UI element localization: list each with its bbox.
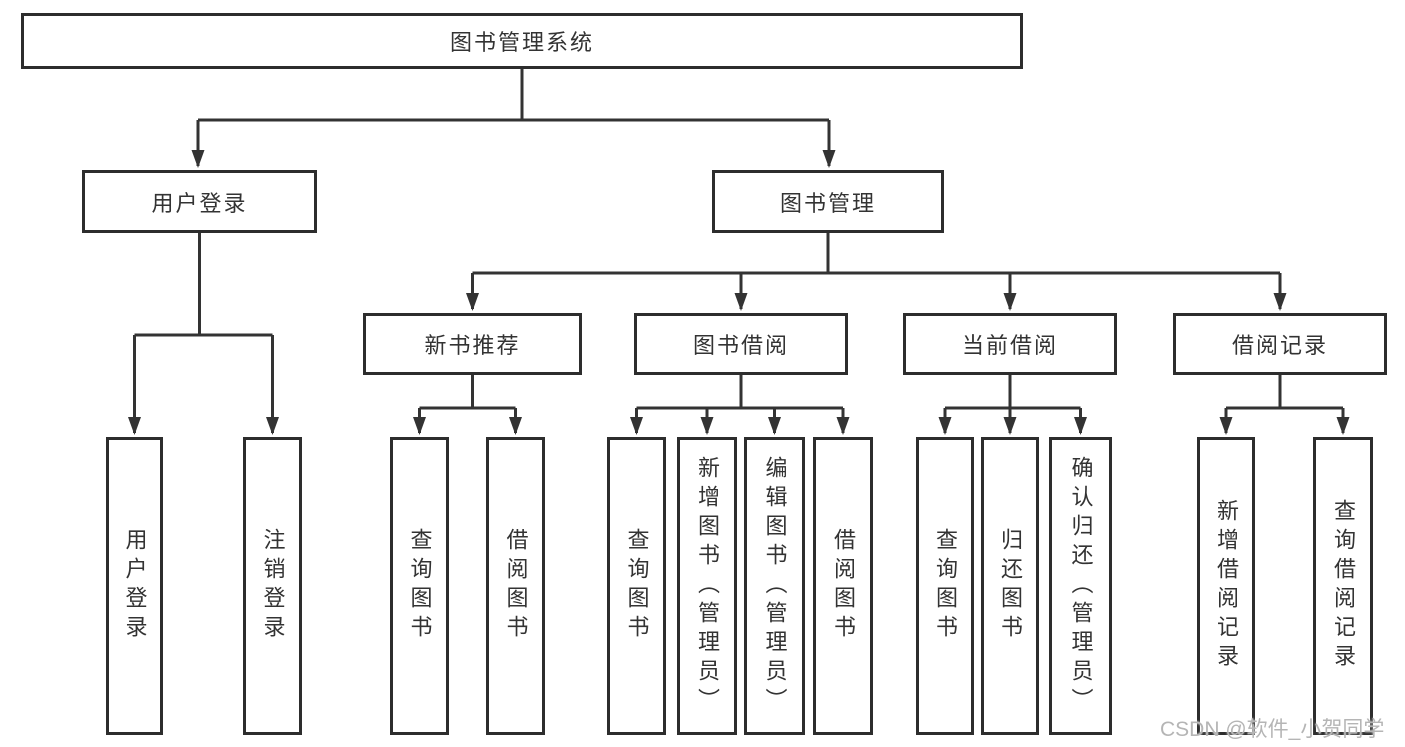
node-book-management-label: 图书管理 (779, 190, 876, 216)
node-book-borrowing-label: 图书借阅 (692, 333, 789, 358)
leaf-borrow-borrow-books-label: 借阅图书 (831, 528, 856, 644)
leaf-current-confirm-return-admin: 确认归还（管理员） (1049, 437, 1112, 735)
leaf-records-add-record: 新增借阅记录 (1197, 437, 1255, 735)
node-new-book-recommend: 新书推荐 (363, 313, 582, 375)
leaf-user-login: 用户登录 (106, 437, 163, 735)
leaf-current-confirm-return-admin-label: 确认归还（管理员） (1068, 455, 1094, 717)
connector-arrows (128, 120, 1350, 435)
leaf-current-query-books-label: 查询图书 (933, 528, 958, 644)
leaf-current-return-books-label: 归还图书 (998, 528, 1023, 644)
node-current-borrowing: 当前借阅 (903, 313, 1117, 375)
leaf-borrow-query-books-label: 查询图书 (624, 528, 650, 644)
node-current-borrowing-label: 当前借阅 (961, 333, 1058, 358)
node-user-login: 用户登录 (82, 170, 317, 233)
node-root: 图书管理系统 (21, 13, 1023, 69)
leaf-records-query-record: 查询借阅记录 (1313, 437, 1373, 735)
leaf-newbook-query-books: 查询图书 (390, 437, 449, 735)
connector-buses (134, 69, 1343, 410)
leaf-current-query-books: 查询图书 (916, 437, 974, 735)
leaf-current-return-books: 归还图书 (981, 437, 1039, 735)
leaf-borrow-query-books: 查询图书 (607, 437, 666, 735)
node-borrow-records: 借阅记录 (1173, 313, 1387, 375)
node-book-management: 图书管理 (712, 170, 944, 233)
leaf-records-query-record-label: 查询借阅记录 (1331, 499, 1356, 673)
node-borrow-records-label: 借阅记录 (1231, 333, 1328, 358)
node-user-login-label: 用户登录 (151, 190, 248, 216)
leaf-borrow-borrow-books: 借阅图书 (813, 437, 873, 735)
leaf-user-login-label: 用户登录 (122, 528, 148, 644)
node-root-label: 图书管理系统 (449, 30, 594, 55)
node-book-borrowing: 图书借阅 (634, 313, 848, 375)
leaf-newbook-query-books-label: 查询图书 (407, 528, 433, 644)
leaf-borrow-add-books-admin: 新增图书（管理员） (677, 437, 737, 735)
leaf-logout-label: 注销登录 (260, 528, 286, 644)
leaf-borrow-edit-books-admin-label: 编辑图书（管理员） (762, 455, 788, 717)
leaf-logout: 注销登录 (243, 437, 302, 735)
node-new-book-recommend-label: 新书推荐 (424, 333, 521, 358)
leaf-borrow-edit-books-admin: 编辑图书（管理员） (744, 437, 805, 735)
leaf-newbook-borrow-books: 借阅图书 (486, 437, 545, 735)
leaf-borrow-add-books-admin-label: 新增图书（管理员） (695, 455, 720, 717)
leaf-newbook-borrow-books-label: 借阅图书 (503, 528, 529, 644)
leaf-records-add-record-label: 新增借阅记录 (1214, 499, 1239, 673)
csdn-watermark: CSDN @软件_小贺同学 (1160, 718, 1385, 741)
